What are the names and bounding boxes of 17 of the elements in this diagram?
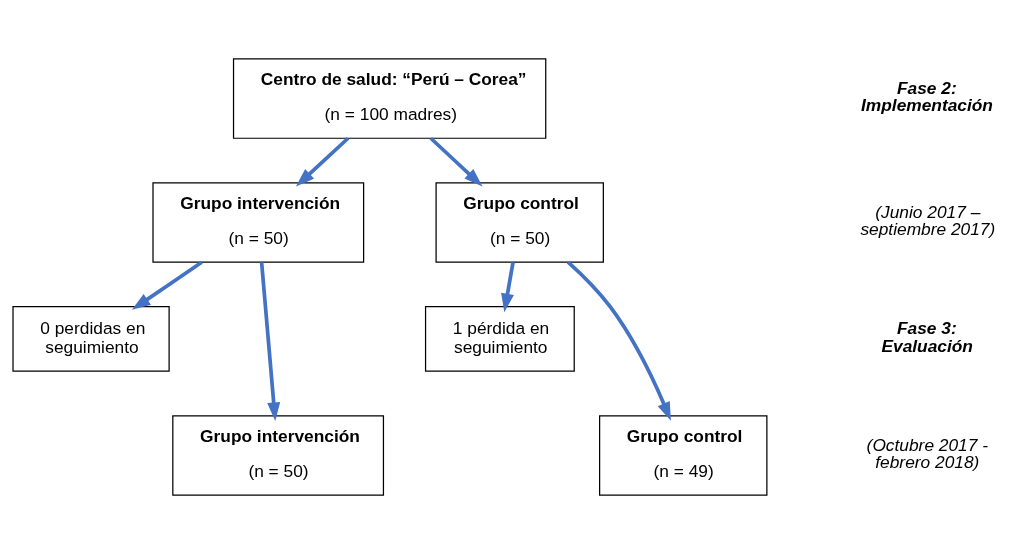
node-box: Grupo control (n = 49) <box>599 415 768 496</box>
arrow <box>295 136 350 187</box>
node-box: Grupo intervención (n = 50) <box>152 182 365 263</box>
node-box: Grupo intervención (n = 50) <box>172 415 385 496</box>
arrow <box>259 262 281 422</box>
arrow <box>501 262 515 313</box>
label: (Octubre 2017 - febrero 2018) <box>866 434 988 473</box>
label: (Junio 2017 – septiembre 2017) <box>860 201 996 240</box>
arrow <box>131 260 203 310</box>
label: Fase 2: Implementación <box>861 77 993 116</box>
node-box: Grupo control (n = 50) <box>435 182 604 263</box>
label: Fase 3: Evaluación <box>881 318 973 356</box>
node-box: 0 perdidas en seguimiento <box>12 306 170 372</box>
node-box: 1 pérdida en seguimiento <box>424 306 575 372</box>
arrow <box>429 136 483 187</box>
arrow <box>566 260 671 421</box>
node-box: Centro de salud: “Perú – Corea” (n = 100 madres) <box>232 58 547 139</box>
